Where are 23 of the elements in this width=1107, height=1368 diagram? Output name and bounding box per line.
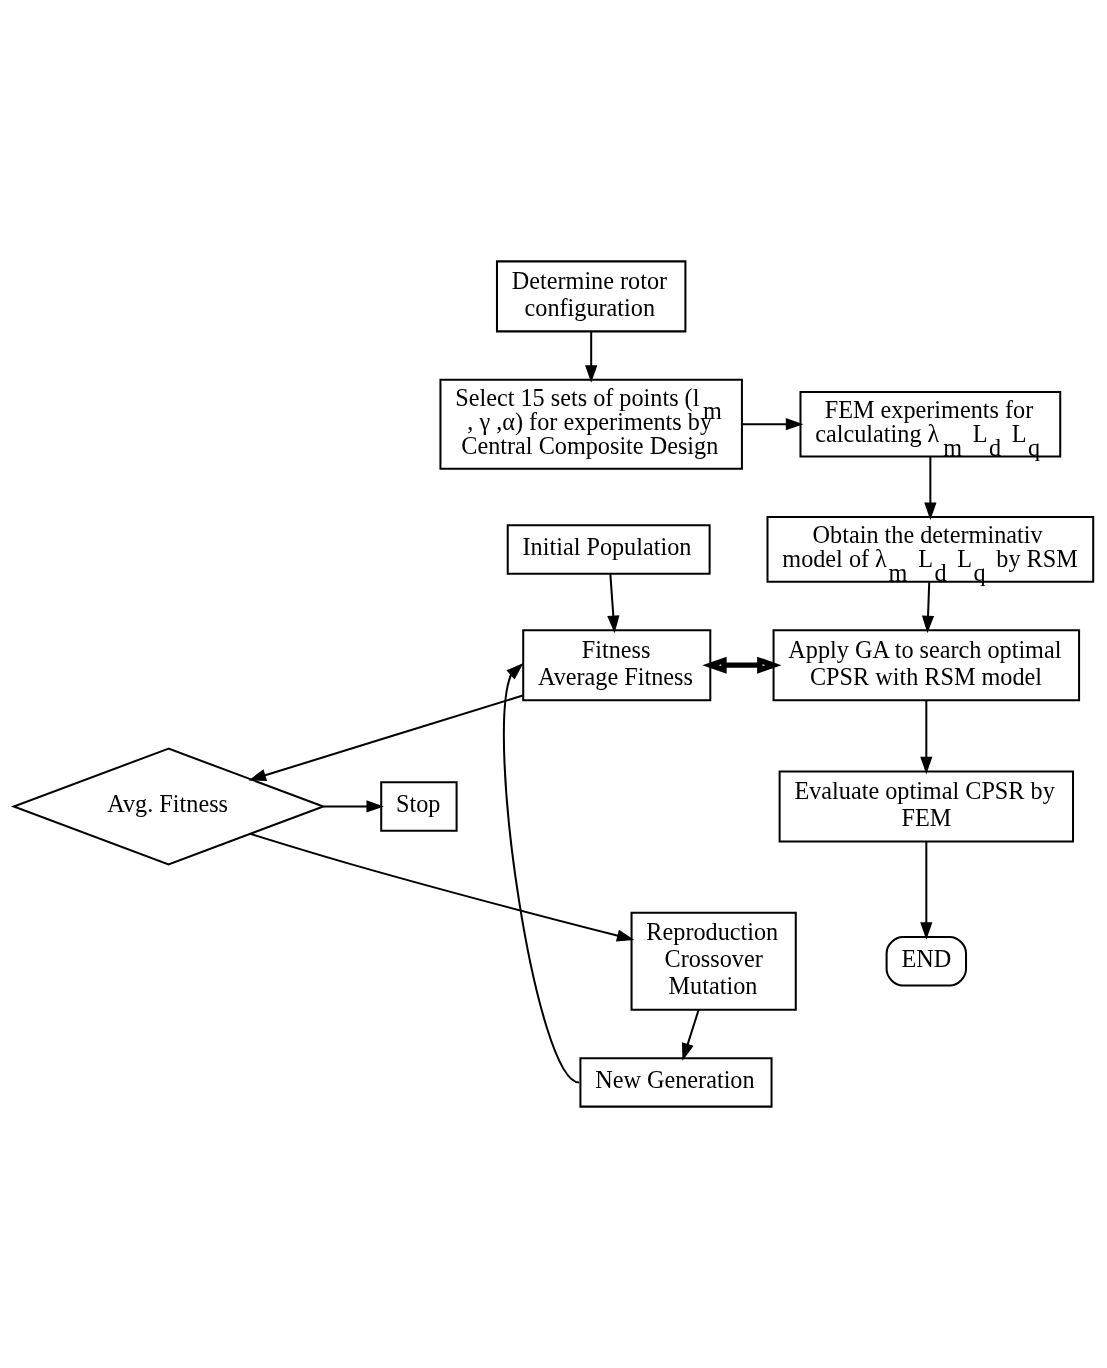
node-box: Evaluate optimal CPSR by FEM [778,770,1075,843]
arrow [924,457,937,521]
node-box: Reproduction Crossover Mutation [630,911,797,1011]
arrow [681,1009,700,1061]
node-box: New Generation [579,1057,773,1108]
arrow [323,800,384,813]
arrow [503,663,580,1084]
arrow [920,841,933,940]
arrow [585,331,598,383]
node-box: Fitness Average Fitness [522,629,712,702]
arrow [742,418,804,431]
arrow [921,582,935,634]
node-box: Apply GA to search optimal CPSR with RSM model [772,629,1081,702]
node-diamond: Avg. Fitness [10,747,327,866]
arrow [250,832,635,942]
node-box: Stop [380,781,458,832]
node-box: END [885,936,968,987]
arrow [607,574,620,634]
arrow [248,694,524,782]
arrow [702,656,782,674]
node-box: Determine rotor configuration [495,260,687,333]
node-box: Initial Population [506,524,711,575]
arrow [920,700,933,775]
